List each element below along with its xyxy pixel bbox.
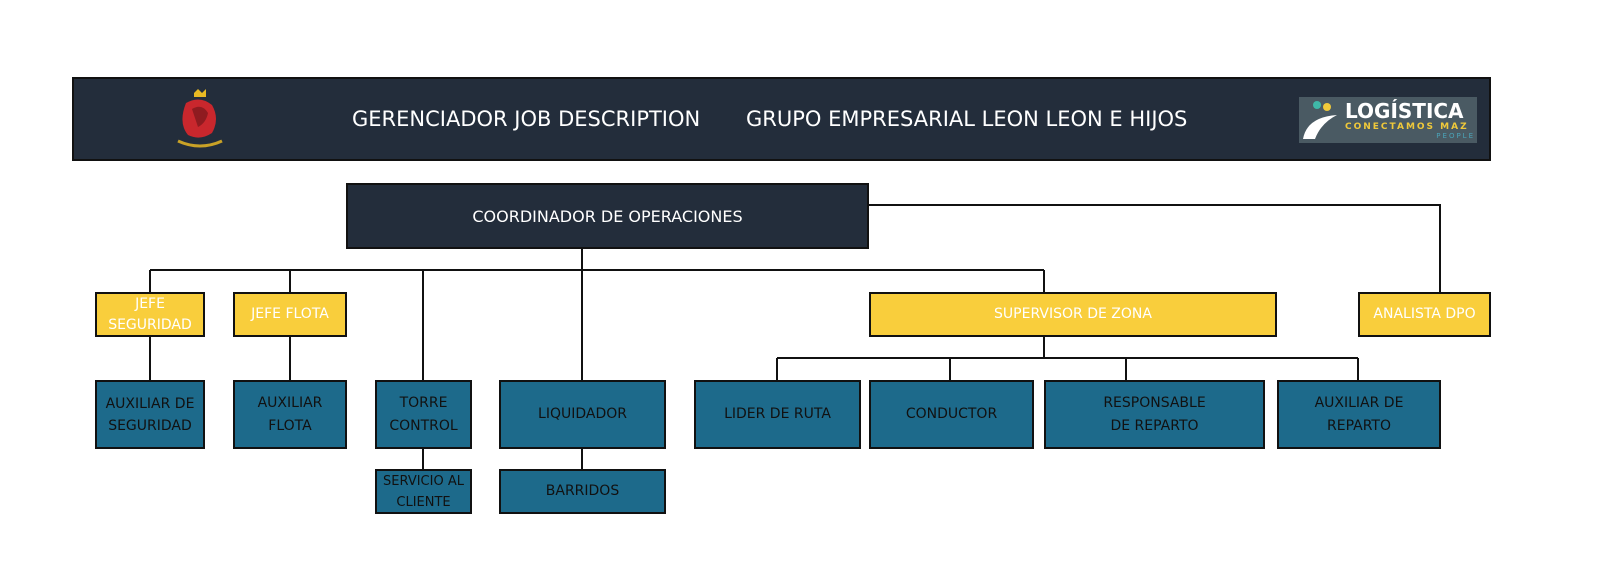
node-conductor[interactable]: CONDUCTOR bbox=[869, 380, 1034, 449]
node-jefe-seguridad[interactable]: JEFE SEGURIDAD bbox=[95, 292, 205, 337]
node-barridos[interactable]: BARRIDOS bbox=[499, 469, 666, 514]
logo-tagline: CONECTAMOS MAZ bbox=[1345, 122, 1469, 132]
lion-logo-icon bbox=[177, 89, 223, 148]
logistica-logo: LOGÍSTICA CONECTAMOS MAZ PEOPLE bbox=[1299, 97, 1477, 143]
header-title-left: GERENCIADOR JOB DESCRIPTION bbox=[352, 107, 701, 131]
node-supervisor-zona[interactable]: SUPERVISOR DE ZONA bbox=[869, 292, 1277, 337]
node-analista-dpo[interactable]: ANALISTA DPO bbox=[1358, 292, 1491, 337]
node-auxiliar-flota[interactable]: AUXILIAR FLOTA bbox=[233, 380, 347, 449]
node-lider-ruta[interactable]: LIDER DE RUTA bbox=[694, 380, 861, 449]
header-bar: GERENCIADOR JOB DESCRIPTION GRUPO EMPRES… bbox=[72, 77, 1491, 161]
node-servicio-cliente[interactable]: SERVICIO AL CLIENTE bbox=[375, 469, 472, 514]
node-coordinador[interactable]: COORDINADOR DE OPERACIONES bbox=[346, 183, 869, 249]
logo-sub: PEOPLE bbox=[1436, 132, 1475, 140]
header-title-right: GRUPO EMPRESARIAL LEON LEON E HIJOS bbox=[746, 107, 1188, 131]
node-auxiliar-reparto[interactable]: AUXILIAR DE REPARTO bbox=[1277, 380, 1441, 449]
node-torre-control[interactable]: TORRE CONTROL bbox=[375, 380, 472, 449]
node-auxiliar-seguridad[interactable]: AUXILIAR DE SEGURIDAD bbox=[95, 380, 205, 449]
node-responsable-reparto[interactable]: RESPONSABLE DE REPARTO bbox=[1044, 380, 1265, 449]
node-jefe-flota[interactable]: JEFE FLOTA bbox=[233, 292, 347, 337]
logo-name: LOGÍSTICA bbox=[1345, 99, 1464, 123]
road-people-icon bbox=[1303, 101, 1337, 139]
node-liquidador[interactable]: LIQUIDADOR bbox=[499, 380, 666, 449]
